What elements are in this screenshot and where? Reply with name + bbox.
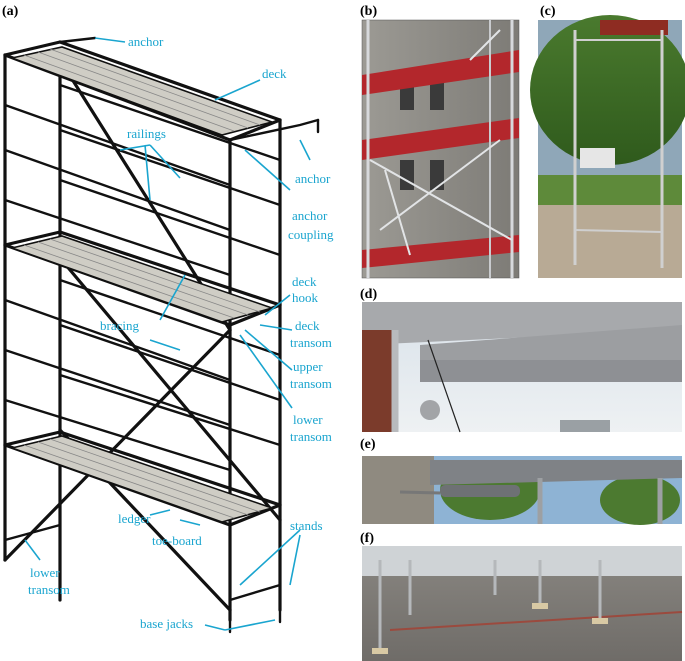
label-upper-transom-1: upper — [293, 359, 323, 374]
label-deck: deck — [262, 66, 287, 81]
photo-c — [530, 15, 685, 278]
panel-label-b: (b) — [360, 4, 377, 19]
label-upper-transom-2: transom — [290, 376, 332, 391]
scaffold-drawing — [3, 36, 320, 634]
leader-lines — [24, 37, 311, 631]
panel-label-e: (e) — [360, 437, 376, 452]
label-lower-transom-right-2: transom — [290, 429, 332, 444]
photo-e — [362, 456, 682, 525]
label-anchor-coupling-2: coupling — [288, 227, 334, 242]
panel-label-d: (d) — [360, 287, 377, 302]
photo-d — [362, 302, 682, 433]
label-ledger: ledger — [118, 511, 151, 526]
photo-f — [362, 546, 683, 661]
label-lower-transom-right-1: lower — [293, 412, 323, 427]
label-deck-hook-2: hook — [292, 290, 319, 305]
photo-b — [361, 19, 520, 279]
label-deck-hook-1: deck — [292, 274, 317, 289]
label-toe-board: toe-board — [152, 533, 202, 548]
label-stands: stands — [290, 518, 323, 533]
label-anchor-coupling-1: anchor — [292, 208, 328, 223]
label-anchor-top: anchor — [128, 34, 164, 49]
label-anchor-right: anchor — [295, 171, 331, 186]
label-deck-transom-2: transom — [290, 335, 332, 350]
label-bracing: bracing — [100, 318, 139, 333]
panel-label-c: (c) — [540, 4, 556, 19]
label-base-jacks: base jacks — [140, 616, 193, 631]
label-lower-transom-left-2: transom — [28, 582, 70, 597]
label-deck-transom-1: deck — [295, 318, 320, 333]
panel-label-f: (f) — [360, 531, 374, 546]
label-lower-transom-left-1: lower — [30, 565, 60, 580]
label-railings: railings — [127, 126, 166, 141]
panel-label-a: (a) — [2, 4, 19, 19]
